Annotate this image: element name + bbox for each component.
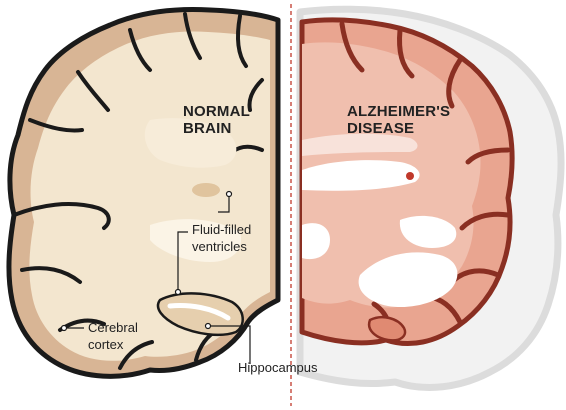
ventricles-label-line1: Fluid-filled [192,222,251,237]
cortex-label-line1: Cerebral [88,320,138,335]
alz-plaque-marker [406,172,414,180]
alzheimers-brain [300,9,561,387]
alz-title-line1: ALZHEIMER'S [347,103,450,120]
ventricles-label-line2: ventricles [192,239,247,254]
normal-ventricle [192,183,220,197]
normal-title-line1: NORMAL [183,103,250,120]
cortex-label-line2: cortex [88,337,124,352]
hippocampus-label: Hippocampus [238,360,318,375]
alz-title-line2: DISEASE [347,120,414,137]
normal-brain [9,10,278,377]
normal-title-line2: BRAIN [183,120,232,137]
